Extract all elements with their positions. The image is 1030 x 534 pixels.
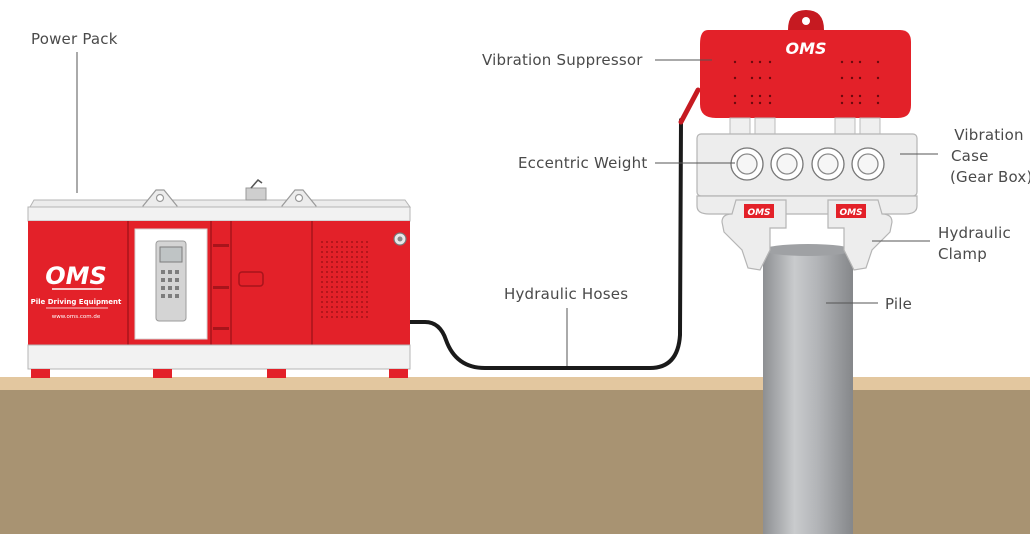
suppressor-mount-3 xyxy=(834,117,856,135)
label-vibration-case: Vibration Case (Gear Box) xyxy=(950,125,1030,188)
suppressor-mount-1 xyxy=(729,117,751,135)
eccentric-weight-4-inner xyxy=(857,153,879,175)
label-power-pack-text: Power Pack xyxy=(31,30,118,48)
hose-top-segment xyxy=(678,87,701,125)
foot-3 xyxy=(267,369,286,378)
vibratory-hammer: OMS xyxy=(696,10,918,271)
pile-top xyxy=(763,244,853,256)
power-pack-website: www.oms.com.de xyxy=(52,314,101,320)
power-pack-tagline: Pile Driving Equipment xyxy=(31,298,122,306)
lifting-eye-right-hole xyxy=(294,193,304,203)
exhaust-cap xyxy=(245,187,267,201)
hydraulic-hoses xyxy=(408,87,701,370)
eccentric-weight-1-inner xyxy=(736,153,758,175)
clamp-badge-left xyxy=(744,204,774,218)
lifting-eye-left-hole xyxy=(155,193,165,203)
label-eccentric-weight: Eccentric Weight xyxy=(518,154,647,172)
clamp-badge-left-logo: OMS xyxy=(747,208,770,218)
hose-main xyxy=(408,118,683,370)
label-hydraulic-hoses: Hydraulic Hoses xyxy=(504,285,628,303)
suppressor-lifting-eye-hole xyxy=(802,17,810,25)
power-pack-frame-top xyxy=(27,206,411,222)
foot-1 xyxy=(31,369,50,378)
hinge-1 xyxy=(213,244,229,247)
power-pack-base xyxy=(27,344,411,370)
vibration-suppressor: OMS xyxy=(700,10,911,118)
label-pile-text: Pile xyxy=(885,295,913,313)
label-hydraulic-clamp-line1: Hydraulic xyxy=(938,224,1011,242)
exhaust-lever xyxy=(250,178,263,189)
door-handle xyxy=(238,271,264,287)
control-panel xyxy=(134,228,208,340)
ground-soil xyxy=(0,390,1030,534)
control-display xyxy=(159,246,183,263)
clamp-badge-right xyxy=(836,204,866,218)
suppressor-mount-4 xyxy=(859,117,881,135)
control-keypad xyxy=(161,270,179,298)
suppressor-mount-2 xyxy=(754,117,776,135)
power-pack: OMS Pile Driving Equipment www.oms.com.d… xyxy=(27,178,411,378)
eccentric-weight-3-inner xyxy=(817,153,839,175)
power-pack-roof xyxy=(29,199,411,208)
label-hydraulic-clamp-line2: Clamp xyxy=(938,245,987,263)
leader-lines xyxy=(76,52,938,366)
hinge-2 xyxy=(213,286,229,289)
foot-2 xyxy=(153,369,172,378)
label-vibration-case-line1: Vibration xyxy=(954,126,1024,144)
ground xyxy=(0,377,1030,534)
clamp-badge-right-logo: OMS xyxy=(839,208,862,218)
label-vibration-case-line3: (Gear Box) xyxy=(950,168,1030,186)
pile-shaft xyxy=(763,248,853,534)
label-power-pack: Power Pack xyxy=(31,30,118,48)
label-vibration-suppressor: Vibration Suppressor xyxy=(482,51,643,69)
suppressor-logo: OMS xyxy=(785,39,826,58)
hydraulic-clamp: OMS OMS xyxy=(696,195,918,271)
label-hydraulic-clamp: Hydraulic Clamp xyxy=(938,223,1011,265)
label-hydraulic-hoses-text: Hydraulic Hoses xyxy=(504,285,629,303)
eccentric-weight-2-inner xyxy=(776,153,798,175)
ground-surface xyxy=(0,377,1030,390)
label-eccentric-weight-text: Eccentric Weight xyxy=(518,154,648,172)
eccentric-weights xyxy=(730,147,885,181)
pile xyxy=(763,244,853,534)
clamp-plate xyxy=(696,195,918,215)
power-pack-logo: OMS xyxy=(45,262,107,290)
label-vibration-case-line2: Case xyxy=(951,147,989,165)
emergency-stop-center xyxy=(397,236,403,242)
hinge-3 xyxy=(213,327,229,330)
vibration-case xyxy=(696,133,918,197)
suppressor-bolts xyxy=(733,60,880,105)
ventilation-grille xyxy=(318,238,370,318)
foot-4 xyxy=(389,369,408,378)
label-vibration-suppressor-text: Vibration Suppressor xyxy=(482,51,643,69)
label-pile: Pile xyxy=(885,295,912,313)
